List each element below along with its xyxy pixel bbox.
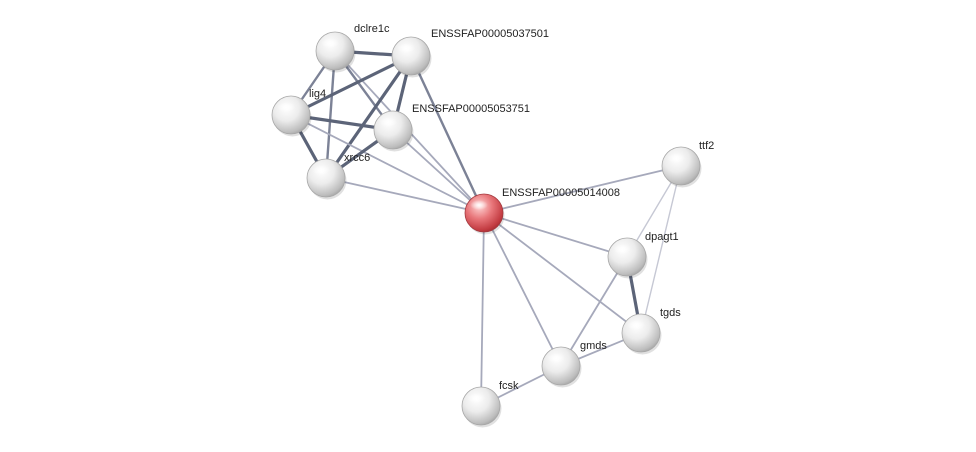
- node-label-tgds: tgds: [660, 307, 681, 319]
- node-xrcc6[interactable]: xrcc6: [306, 152, 370, 200]
- node-sphere[interactable]: [271, 95, 311, 135]
- node-ENSSFAP00005014008[interactable]: ENSSFAP00005014008: [464, 187, 620, 235]
- node-ttf2[interactable]: ttf2: [661, 140, 714, 188]
- node-highlight: [397, 43, 415, 53]
- node-dpagt1[interactable]: dpagt1: [607, 231, 679, 279]
- edge-xrcc6-ENSSFAP00005014008[interactable]: [325, 177, 485, 214]
- node-highlight: [667, 153, 685, 163]
- node-highlight: [277, 102, 295, 112]
- node-highlight: [379, 117, 397, 127]
- node-fcsk[interactable]: fcsk: [461, 380, 519, 428]
- node-label-ttf2: ttf2: [699, 140, 714, 152]
- edge-ENSSFAP00005014008-dpagt1[interactable]: [483, 212, 628, 258]
- node-sphere[interactable]: [373, 110, 413, 150]
- node-label-xrcc6: xrcc6: [344, 152, 370, 164]
- node-label-lig4: lig4: [309, 88, 326, 100]
- edge-ttf2-tgds[interactable]: [640, 165, 682, 334]
- node-sphere[interactable]: [461, 386, 501, 426]
- node-highlight: [467, 393, 485, 403]
- edge-ENSSFAP00005037501-ENSSFAP00005014008[interactable]: [409, 54, 486, 215]
- node-gmds[interactable]: gmds: [541, 340, 607, 388]
- node-ENSSFAP00005053751[interactable]: ENSSFAP00005053751: [373, 103, 530, 152]
- edge-dclre1c-xrcc6[interactable]: [324, 49, 337, 180]
- node-highlight: [613, 244, 631, 254]
- query-node-sphere[interactable]: [464, 193, 504, 233]
- node-sphere[interactable]: [391, 36, 431, 76]
- edge-ENSSFAP00005037501-xrcc6[interactable]: [324, 54, 413, 180]
- node-label-ENSSFAP00005037501: ENSSFAP00005037501: [431, 28, 549, 40]
- node-highlight: [470, 200, 488, 210]
- node-sphere[interactable]: [661, 146, 701, 186]
- node-label-fcsk: fcsk: [499, 380, 519, 392]
- node-sphere[interactable]: [315, 31, 355, 71]
- edge-lig4-ENSSFAP00005014008[interactable]: [290, 114, 485, 214]
- node-tgds[interactable]: tgds: [621, 307, 681, 355]
- node-label-ENSSFAP00005053751: ENSSFAP00005053751: [412, 103, 530, 115]
- node-highlight: [321, 38, 339, 48]
- node-dclre1c[interactable]: dclre1c: [315, 23, 390, 73]
- node-lig4[interactable]: lig4: [271, 88, 326, 137]
- nodes-layer: dclre1c ENSSFAP00005037501 lig4ENSSFAP0000…: [271, 23, 714, 428]
- node-sphere[interactable]: [607, 237, 647, 277]
- node-ENSSFAP00005037501[interactable]: ENSSFAP00005037501: [391, 28, 549, 78]
- edge-ENSSFAP00005014008-gmds[interactable]: [483, 212, 562, 367]
- node-highlight: [547, 353, 565, 363]
- edge-ENSSFAP00005014008-fcsk[interactable]: [480, 212, 485, 407]
- node-label-dpagt1: dpagt1: [645, 231, 679, 243]
- node-sphere[interactable]: [541, 346, 581, 386]
- edge-dpagt1-gmds[interactable]: [560, 256, 628, 367]
- node-label-dclre1c: dclre1c: [354, 23, 390, 35]
- node-highlight: [627, 320, 645, 330]
- edge-ENSSFAP00005037501-lig4[interactable]: [289, 54, 413, 117]
- node-label-ENSSFAP00005014008: ENSSFAP00005014008: [502, 187, 620, 199]
- node-highlight: [312, 165, 330, 175]
- node-sphere[interactable]: [306, 158, 346, 198]
- edge-ENSSFAP00005014008-tgds[interactable]: [483, 212, 642, 334]
- edge-ENSSFAP00005053751-ENSSFAP00005014008[interactable]: [392, 129, 485, 214]
- node-label-gmds: gmds: [580, 340, 607, 352]
- node-sphere[interactable]: [621, 313, 661, 353]
- edge-ENSSFAP00005014008-ttf2[interactable]: [483, 165, 682, 214]
